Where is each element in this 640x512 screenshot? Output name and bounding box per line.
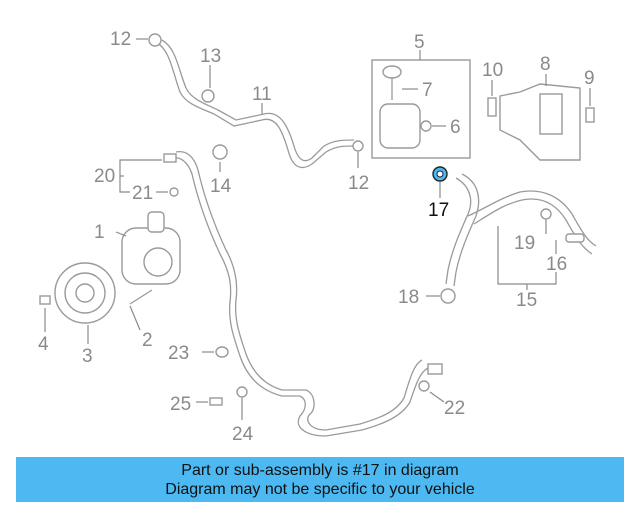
callout-12-top: 12 xyxy=(110,29,131,50)
callout-12-bottom: 12 xyxy=(348,173,369,194)
callout-24: 24 xyxy=(232,424,254,445)
banner-line-2: Diagram may not be specific to your vehi… xyxy=(165,480,475,498)
callout-17: 17 xyxy=(428,200,449,221)
callout-10: 10 xyxy=(482,60,503,81)
callout-15: 15 xyxy=(516,290,537,311)
callout-8: 8 xyxy=(540,54,551,75)
callout-14: 14 xyxy=(210,176,232,197)
callout-5: 5 xyxy=(414,32,425,53)
callout-23: 23 xyxy=(168,343,189,364)
callout-11: 11 xyxy=(252,84,272,105)
callout-3: 3 xyxy=(82,346,93,367)
info-banner: Part or sub-assembly is #17 in diagram D… xyxy=(16,457,624,502)
callout-18: 18 xyxy=(398,287,419,308)
parts-diagram: 12 13 11 5 7 6 8 10 9 20 21 14 12 17 1 4… xyxy=(38,29,597,445)
part-shapes xyxy=(39,33,595,406)
callout-2: 2 xyxy=(142,330,153,351)
callout-1: 1 xyxy=(94,222,105,243)
callout-9: 9 xyxy=(584,68,595,89)
callout-19: 19 xyxy=(514,233,535,254)
callout-6: 6 xyxy=(450,117,461,138)
callout-25: 25 xyxy=(170,394,191,415)
callout-20: 20 xyxy=(94,166,115,187)
callout-13: 13 xyxy=(200,46,221,67)
callout-21: 21 xyxy=(132,183,153,204)
callout-16: 16 xyxy=(546,254,567,275)
leader-lines xyxy=(44,38,591,420)
callout-numbers: 12 13 11 5 7 6 8 10 9 20 21 14 12 17 1 4… xyxy=(38,29,595,445)
callout-7: 7 xyxy=(422,80,433,101)
callout-4: 4 xyxy=(38,334,49,355)
banner-line-1: Part or sub-assembly is #17 in diagram xyxy=(181,461,459,479)
callout-22: 22 xyxy=(444,398,465,419)
